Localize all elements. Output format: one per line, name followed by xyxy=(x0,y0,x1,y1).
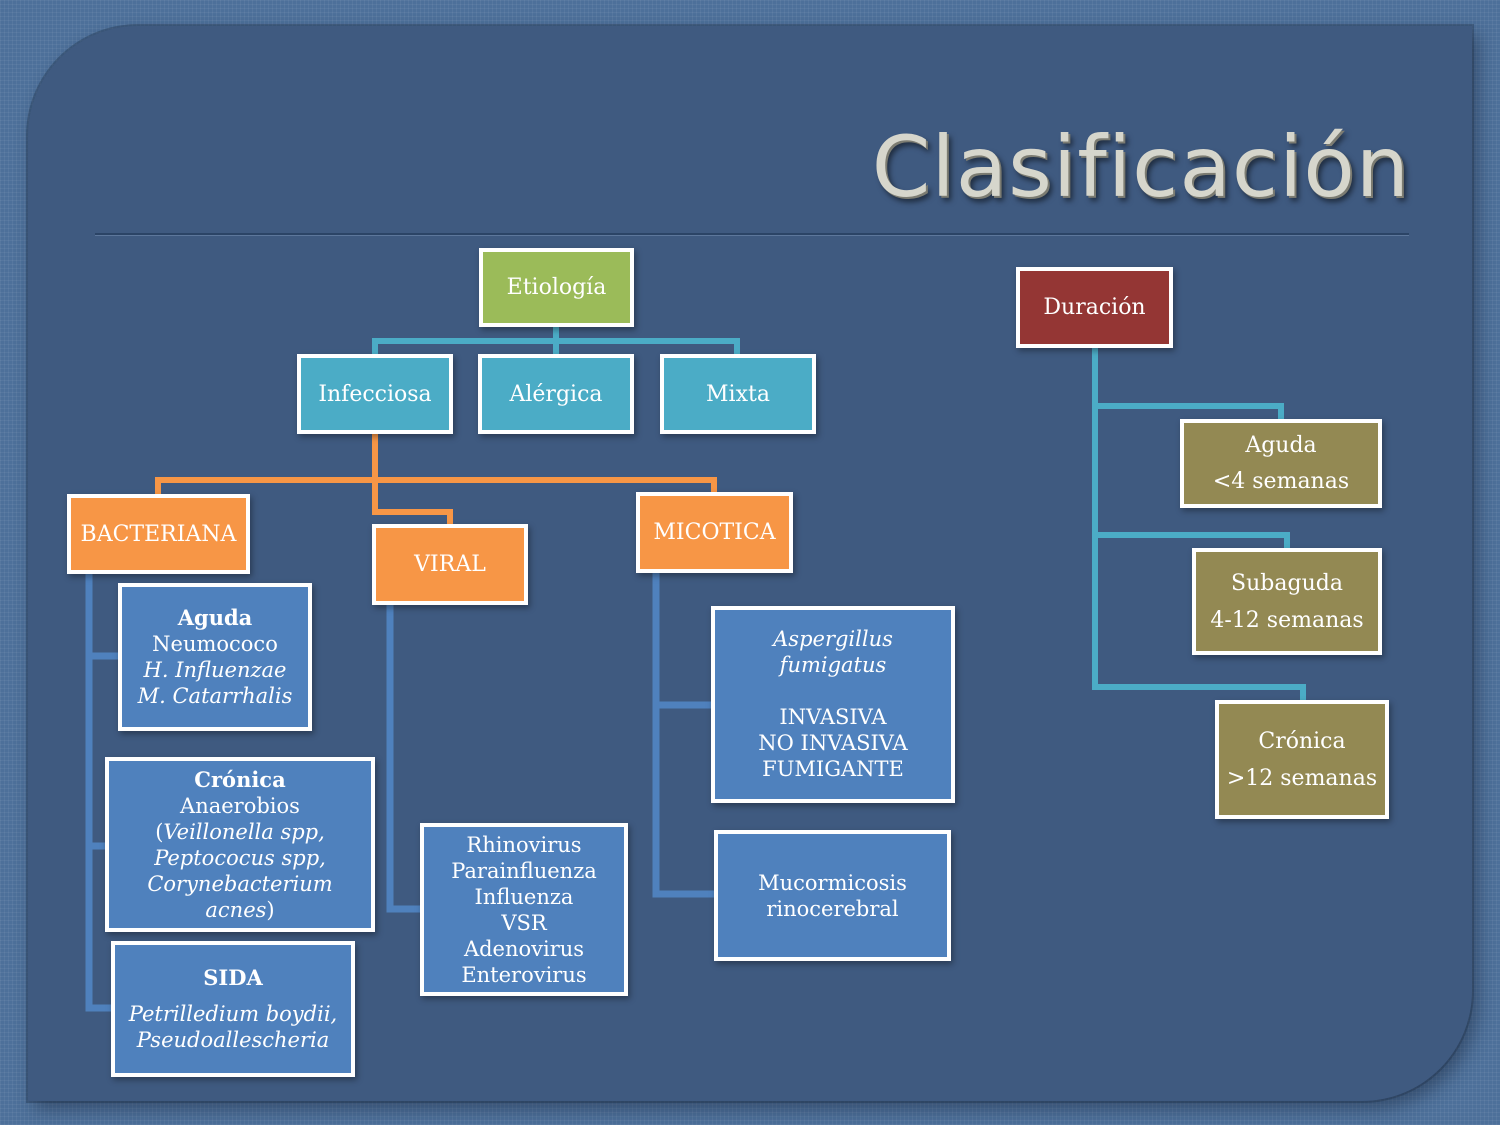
aspergillus-form-1: INVASIVA xyxy=(779,705,887,729)
node-bacteriana: BACTERIANA xyxy=(67,494,250,574)
node-bacteriana-label: BACTERIANA xyxy=(80,521,237,547)
node-alergica-label: Alérgica xyxy=(509,381,603,407)
node-micotica: MICOTICA xyxy=(636,492,793,573)
node-micotica-label: MICOTICA xyxy=(653,520,776,545)
aspergillus-line-2: fumigatus xyxy=(779,653,887,677)
mucor-line-1: Mucormicosis xyxy=(758,870,907,895)
viral-agent-4: VSR xyxy=(501,910,547,935)
node-infecciosa: Infecciosa xyxy=(297,354,453,434)
cronica-line-5: acnes) xyxy=(205,897,274,923)
cronica-line-2: (Veillonella spp, xyxy=(155,819,325,845)
etiology-connectors xyxy=(372,325,740,355)
node-bacteriana-sida: SIDA Petrilledium boydii, Pseudoallesche… xyxy=(111,941,355,1077)
cronica-line-1: Anaerobios xyxy=(180,793,300,818)
cronica-line-3: Peptococus spp, xyxy=(154,845,326,870)
node-mixta-label: Mixta xyxy=(706,381,770,407)
aspergillus-form-2: NO INVASIVA xyxy=(758,731,908,755)
node-alergica: Alérgica xyxy=(478,354,634,434)
cronica-paren-close: ) xyxy=(266,897,275,922)
duracion-subaguda-name: Subaguda xyxy=(1231,570,1343,596)
aspergillus-form-3: FUMIGANTE xyxy=(762,757,904,781)
node-micotica-aspergillus: Aspergillus fumigatus INVASIVA NO INVASI… xyxy=(711,606,955,803)
duracion-cronica-name: Crónica xyxy=(1258,728,1346,754)
aguda-line-2: H. Influenzae xyxy=(143,658,287,682)
duracion-aguda-name: Aguda xyxy=(1245,432,1317,458)
node-duracion: Duración xyxy=(1016,267,1173,348)
node-etiologia: Etiología xyxy=(479,248,634,327)
node-bacteriana-aguda: Aguda Neumococo H. Influenzae M. Catarrh… xyxy=(118,583,312,731)
sida-line-1: Petrilledium boydii, xyxy=(128,1002,338,1026)
cronica-paren-open: ( xyxy=(155,819,164,844)
duration-connectors xyxy=(1092,345,1306,703)
duracion-cronica-range: >12 semanas xyxy=(1226,765,1378,791)
title-divider xyxy=(95,233,1409,235)
cronica-title: Crónica xyxy=(194,766,286,792)
sida-line-2: Pseudoallescheria xyxy=(136,1028,330,1052)
cronica-veillonella: Veillonella spp, xyxy=(163,819,325,844)
node-viral-label: VIRAL xyxy=(414,552,486,577)
node-etiologia-label: Etiología xyxy=(506,275,607,300)
mucor-line-2: rinocerebral xyxy=(766,896,899,921)
aguda-line-3: M. Catarrhalis xyxy=(137,684,293,708)
viral-agent-3: Influenza xyxy=(474,884,574,909)
node-duracion-aguda: Aguda <4 semanas xyxy=(1180,419,1382,508)
node-duracion-label: Duración xyxy=(1043,295,1146,320)
viral-agent-5: Adenovirus xyxy=(463,936,585,961)
sida-title: SIDA xyxy=(203,965,263,990)
aguda-line-1: Neumococo xyxy=(152,632,278,656)
duracion-aguda-range: <4 semanas xyxy=(1212,468,1350,494)
viral-agent-2: Parainfluenza xyxy=(451,858,597,883)
aspergillus-line-1: Aspergillus xyxy=(773,627,893,651)
cronica-line-4: Corynebacterium xyxy=(147,871,333,896)
infecciosa-connectors xyxy=(155,432,717,526)
node-bacteriana-cronica: Crónica Anaerobios (Veillonella spp, Pep… xyxy=(105,757,375,932)
cronica-acnes: acnes xyxy=(205,897,267,922)
viral-agent-1: Rhinovirus xyxy=(466,832,582,857)
node-duracion-cronica: Crónica >12 semanas xyxy=(1215,700,1389,819)
node-viral-agentes: Rhinovirus Parainfluenza Influenza VSR A… xyxy=(420,823,628,996)
node-viral: VIRAL xyxy=(372,524,528,605)
node-infecciosa-label: Infecciosa xyxy=(318,381,432,407)
node-mixta: Mixta xyxy=(660,354,816,434)
detail-connectors xyxy=(85,571,717,1012)
duracion-subaguda-range: 4-12 semanas xyxy=(1210,607,1364,633)
viral-agent-6: Enterovirus xyxy=(461,962,587,987)
node-micotica-mucor: Mucormicosis rinocerebral xyxy=(714,830,951,961)
slide-title: Clasificación xyxy=(871,118,1410,216)
node-duracion-subaguda: Subaguda 4-12 semanas xyxy=(1192,548,1382,655)
aguda-title: Aguda xyxy=(177,605,253,630)
